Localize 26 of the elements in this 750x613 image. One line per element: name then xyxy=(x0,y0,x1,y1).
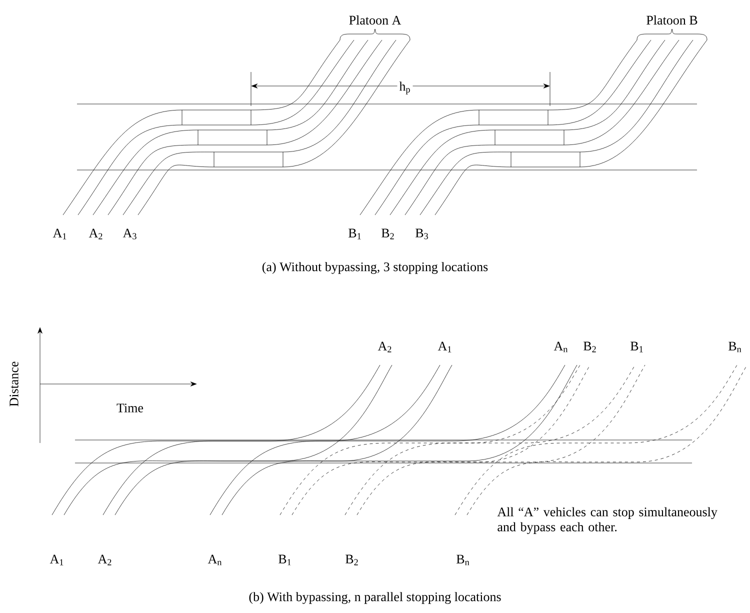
vehicle-label: A$_{n}$ xyxy=(208,554,222,566)
vehicle-label: A$_{2}$ xyxy=(378,342,392,352)
platoon-label: Platoon B xyxy=(646,15,698,25)
vehicle-label: A$_{1}$ xyxy=(50,554,64,566)
vehicle-label: A$_{3}$ xyxy=(122,228,136,240)
vehicle-label: B$_{1}$ xyxy=(278,554,291,566)
vehicle-label: A$_{2}$ xyxy=(88,228,102,240)
vehicle-label: B$_{n}$ xyxy=(728,342,742,352)
vehicle-label: B$_{n}$ xyxy=(456,554,470,566)
vehicle-label: B$_{2}$ xyxy=(346,554,358,566)
dimension-label: h$_{p}$ xyxy=(397,80,413,96)
vehicle-label: B$_{2}$ xyxy=(584,342,596,352)
vehicle-label: A$_{1}$ xyxy=(52,228,66,240)
caption: (a) Without bypassing, 3 stopping locations xyxy=(262,262,488,274)
axis-label: Distance xyxy=(10,362,18,406)
caption: (b) With bypassing, n parallel stopping locations xyxy=(249,592,501,604)
vehicle-label: A$_{1}$ xyxy=(438,342,452,352)
vehicle-label: A$_{n}$ xyxy=(554,342,568,352)
vehicle-label: B$_{1}$ xyxy=(348,228,361,240)
note: All “A” vehicles can stop simultaneously and bypass each other. xyxy=(497,507,730,534)
axis-label: Time xyxy=(116,404,144,412)
vehicle-label: B$_{2}$ xyxy=(382,228,394,240)
platoon-label: Platoon A xyxy=(349,15,402,25)
vehicle-label: B$_{3}$ xyxy=(416,228,428,240)
vehicle-label: B$_{1}$ xyxy=(630,342,643,352)
vehicle-label: A$_{2}$ xyxy=(98,554,112,566)
